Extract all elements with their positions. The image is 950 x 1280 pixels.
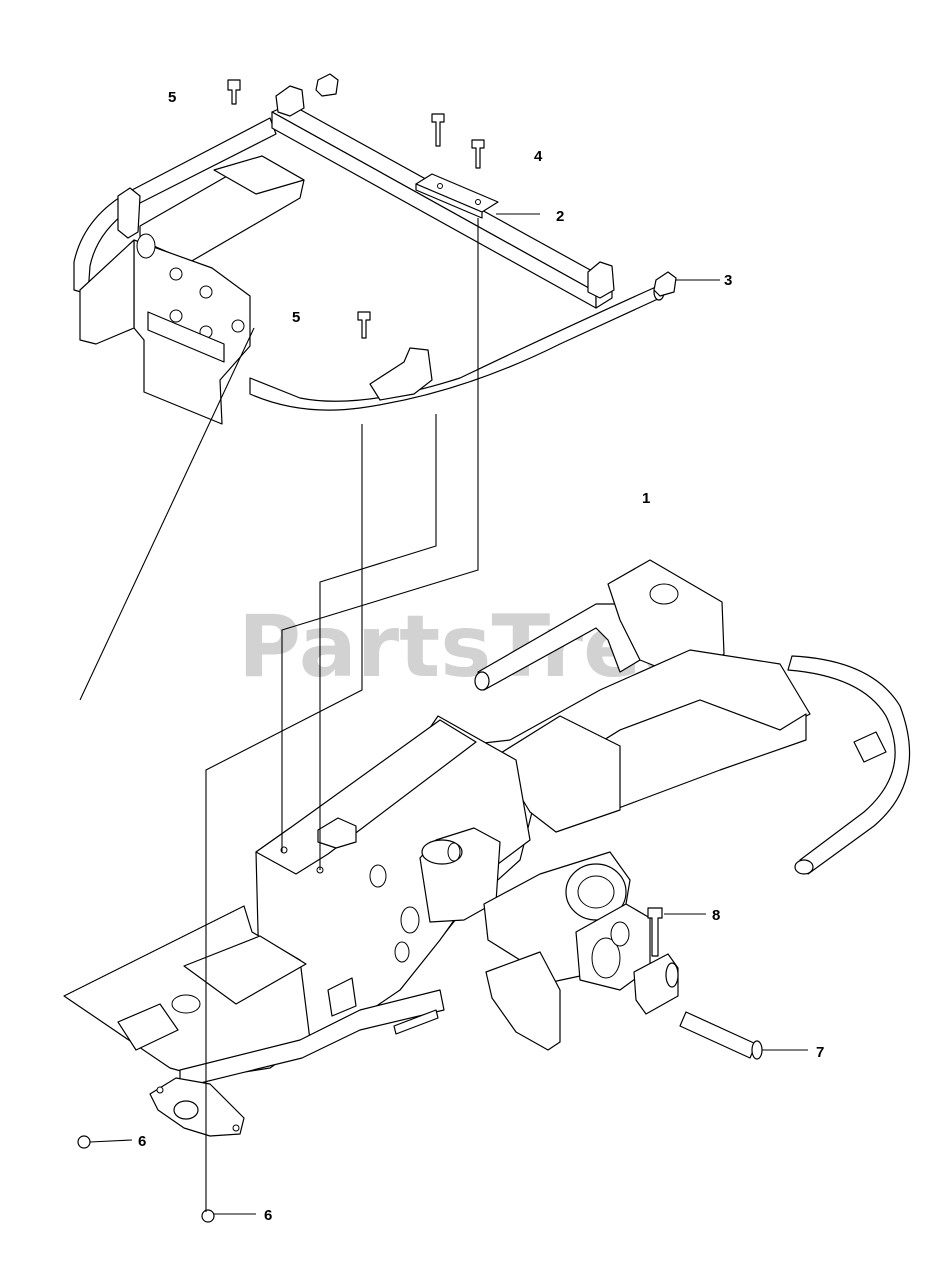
tower-hole [649, 583, 679, 605]
plate-tab [317, 817, 357, 849]
hinge-bracket-left [275, 85, 305, 117]
hinge-bracket-right [587, 261, 615, 299]
callout-6-left: 6 [138, 1133, 146, 1150]
side-hole-2 [394, 941, 410, 963]
steering-housing-top [255, 719, 477, 875]
plate-hole-large [136, 233, 156, 259]
seat-latch [369, 347, 433, 401]
callout-6-bottom: 6 [264, 1207, 272, 1224]
axle-hole-a [591, 937, 621, 979]
bumper-tab [853, 731, 887, 763]
side-slot [393, 1009, 439, 1035]
axle-hole-b [610, 921, 630, 947]
front-bumper-tube-end [794, 859, 814, 875]
callout-3: 3 [724, 272, 732, 289]
floor-pan-cut [117, 1003, 179, 1051]
wear-pad-front [415, 183, 483, 219]
callout-5-top: 5 [168, 89, 176, 106]
floor-pan-hole [171, 994, 201, 1014]
bumper-top [315, 73, 339, 97]
rear-grab-tube [477, 603, 641, 691]
seat-hinge-plate-top [213, 155, 305, 195]
pivot-boss-inner [577, 875, 615, 909]
callout-5-mid: 5 [292, 309, 300, 326]
side-cut-1 [327, 977, 357, 1017]
crossbar-front [271, 111, 597, 309]
side-hole-3 [447, 842, 461, 862]
main-frame-assembly [63, 559, 911, 1137]
nut-6-bottom [201, 1209, 215, 1223]
bumper-right [653, 271, 677, 297]
front-bumper-tube [787, 655, 911, 875]
side-hole-4 [369, 864, 387, 888]
bolts-upper [227, 79, 485, 339]
bolt-8 [647, 907, 663, 957]
plate-bolt-2 [199, 285, 213, 299]
plate-bolt-5 [231, 319, 245, 333]
pivot-hole-b [232, 1124, 240, 1132]
bolt-5-mid [357, 311, 371, 339]
bushing-end [665, 962, 679, 988]
left-hook [117, 187, 141, 239]
mounting-plate-slot [147, 311, 225, 363]
bolt-4-left [431, 113, 445, 147]
callout-7: 7 [816, 1044, 824, 1061]
seat-support-assembly [73, 73, 677, 425]
front-pivot-boss [173, 1100, 199, 1120]
pivot-pin [679, 1011, 757, 1059]
front-deck-well [495, 715, 621, 833]
plate-bolt-1 [169, 267, 183, 281]
nut-6-left [77, 1135, 91, 1149]
pivot-pin-assembly [633, 907, 763, 1060]
bolt-5-top [227, 79, 241, 105]
leader-lines [79, 213, 808, 1215]
side-hole-1 [400, 906, 420, 934]
callout-4: 4 [534, 148, 543, 165]
floor-pan-raise [183, 935, 307, 1005]
pivot-hole-a [156, 1086, 164, 1094]
rear-grab-tube-end [474, 671, 490, 691]
lower-mount-plate [485, 951, 561, 1051]
callout-1: 1 [642, 490, 650, 507]
mounting-plate-side [79, 239, 135, 345]
plate-bolt-3 [169, 309, 183, 323]
bolt-4-right [471, 139, 485, 169]
lower-cross-tube [179, 989, 445, 1089]
callout-2: 2 [556, 208, 564, 225]
callout-8: 8 [712, 907, 720, 924]
pivot-pin-end [751, 1040, 763, 1060]
